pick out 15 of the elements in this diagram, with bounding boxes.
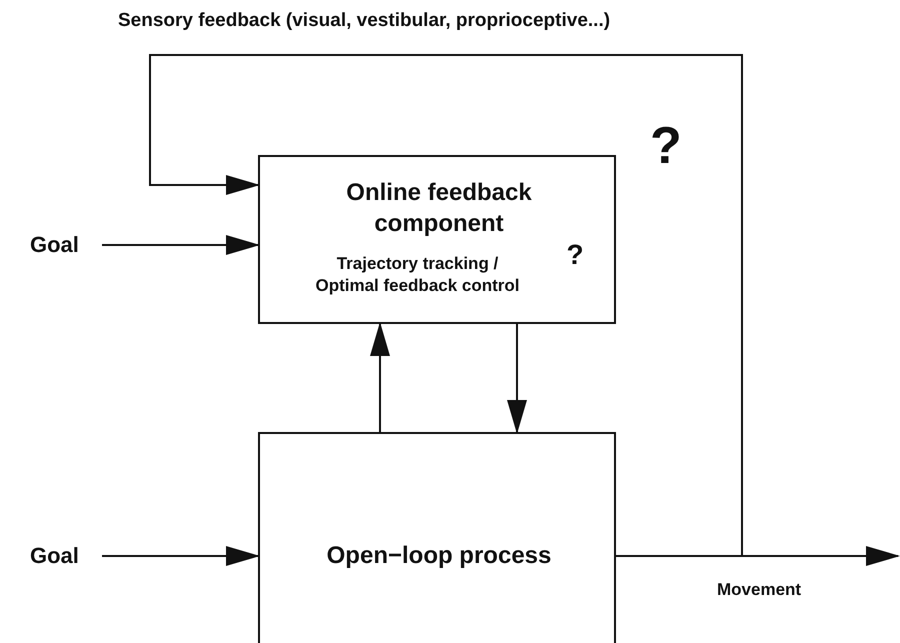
- process-box: [258, 155, 616, 324]
- heading-text: Online feedback component: [345, 178, 533, 240]
- input-label: Goal: [30, 230, 102, 260]
- process-box: [258, 432, 616, 643]
- heading-text: Open−loop process: [326, 541, 552, 571]
- arrow: [616, 546, 900, 566]
- arrow: [149, 54, 743, 557]
- arrow: [507, 324, 527, 434]
- input-label: Goal: [30, 541, 102, 571]
- edge-label: Sensory feedback (visual, vestibular, proprioceptive...): [118, 10, 610, 32]
- question-mark: ?: [565, 238, 585, 272]
- arrow: [102, 546, 260, 566]
- arrow: [102, 235, 260, 255]
- body-text: Trajectory tracking / Optimal feedback control: [314, 253, 521, 298]
- arrow: [370, 322, 390, 432]
